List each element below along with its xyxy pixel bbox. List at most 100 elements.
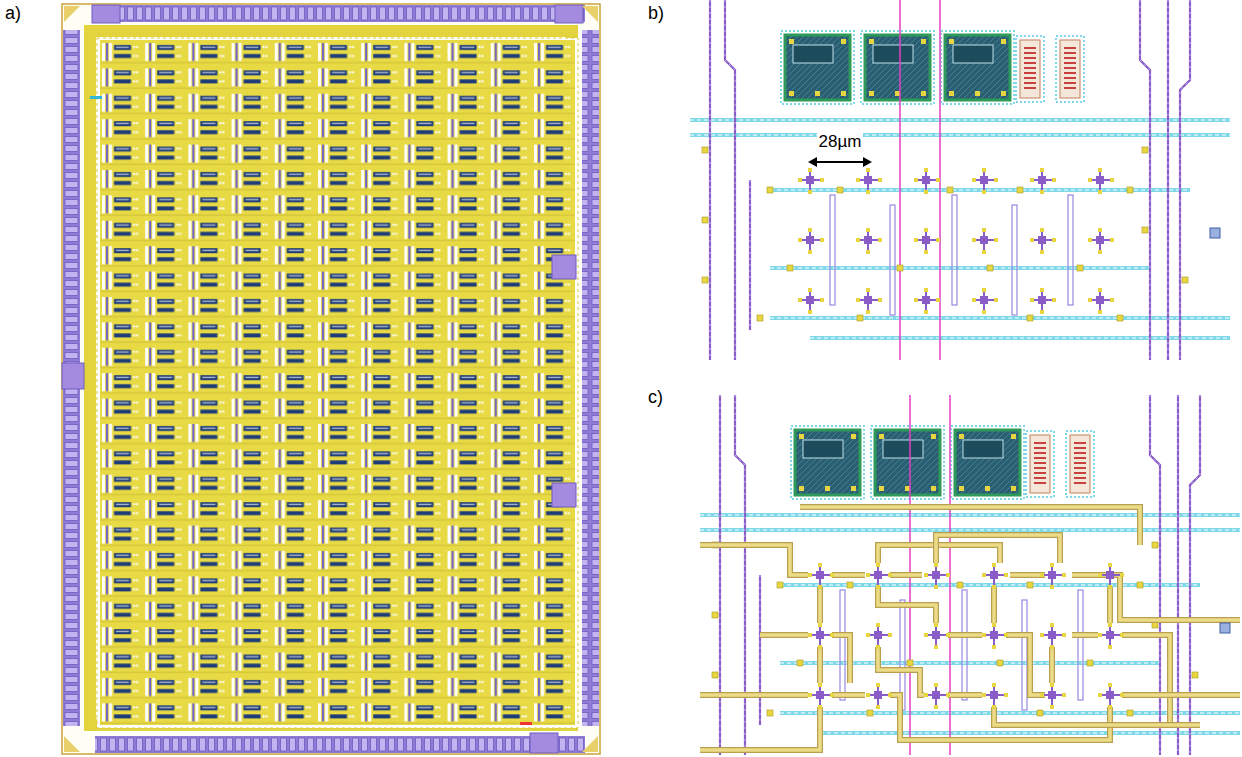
metal-wire bbox=[700, 545, 808, 575]
contact bbox=[867, 710, 873, 716]
metal-wire-outline bbox=[1010, 572, 1045, 578]
metal-route-dash bbox=[710, 0, 711, 360]
metal-rail bbox=[770, 266, 1150, 270]
resistor-finger bbox=[1064, 47, 1076, 49]
contact bbox=[712, 672, 718, 678]
metal-wire bbox=[1108, 587, 1112, 623]
metal-wire-outline bbox=[948, 692, 982, 698]
transistor-symbol bbox=[982, 563, 1008, 589]
transistor-symbol bbox=[856, 168, 882, 194]
metal-wire-outline bbox=[1049, 647, 1055, 683]
resistor-symbol bbox=[1030, 435, 1050, 493]
resistor-finger bbox=[1034, 452, 1046, 454]
resistor-finger bbox=[1074, 457, 1086, 459]
metal-wire bbox=[818, 587, 822, 623]
capacitor-plate bbox=[963, 440, 1003, 458]
contact bbox=[1192, 672, 1198, 678]
resistor-finger bbox=[1034, 482, 1046, 484]
capacitor-plate bbox=[953, 45, 993, 63]
contact bbox=[787, 265, 793, 271]
transistor-symbol bbox=[798, 228, 824, 254]
contact bbox=[757, 315, 763, 321]
metal-wire-outline bbox=[878, 647, 924, 695]
contact bbox=[1011, 486, 1016, 491]
panel-label: c) bbox=[648, 388, 663, 408]
contact bbox=[897, 265, 903, 271]
metal-wire bbox=[700, 693, 808, 697]
metal-wire bbox=[800, 507, 1140, 545]
transistor-symbol bbox=[924, 623, 950, 649]
resistor-symbol bbox=[1060, 40, 1080, 98]
metal-wire-outline bbox=[832, 572, 865, 578]
resistor-finger bbox=[1074, 472, 1086, 474]
metal-wire bbox=[1006, 635, 1045, 695]
metal-wire bbox=[936, 535, 1060, 563]
resistor-finger bbox=[1074, 447, 1086, 449]
resistor-finger bbox=[1024, 87, 1036, 89]
resistor-finger bbox=[1024, 57, 1036, 59]
transistor-symbol bbox=[1098, 623, 1124, 649]
metal-route-dash bbox=[1168, 0, 1169, 360]
capacitor-frame bbox=[791, 426, 864, 499]
contact bbox=[1117, 315, 1123, 321]
contact bbox=[975, 91, 980, 96]
contact bbox=[702, 277, 708, 283]
capacitor-symbol bbox=[785, 35, 850, 100]
metal-route-dash bbox=[720, 395, 721, 755]
metal-wire bbox=[948, 633, 982, 637]
resistor-finger bbox=[1024, 62, 1036, 64]
metal-route-dash bbox=[1150, 395, 1160, 755]
poly-strip bbox=[962, 590, 967, 700]
contact bbox=[847, 582, 853, 588]
transistor-symbol bbox=[1040, 623, 1066, 649]
resistor-finger bbox=[1074, 442, 1086, 444]
metal-wire bbox=[818, 647, 822, 683]
capacitor-frame bbox=[941, 31, 1014, 104]
contact bbox=[799, 486, 804, 491]
transistor-symbol bbox=[1030, 168, 1056, 194]
resistor-frame bbox=[1056, 36, 1084, 102]
poly-strip bbox=[830, 195, 835, 305]
metal-wire-outline bbox=[1006, 635, 1045, 695]
metal-route-dash bbox=[725, 0, 735, 360]
metal-wire-outline bbox=[936, 535, 1060, 563]
transistor-symbol bbox=[808, 623, 834, 649]
contact bbox=[921, 39, 926, 44]
poly-strip bbox=[840, 590, 845, 700]
contact bbox=[985, 486, 990, 491]
contact bbox=[767, 187, 773, 193]
metal-route bbox=[735, 395, 745, 755]
metal-route bbox=[725, 0, 735, 360]
capacitor-frame bbox=[781, 31, 854, 104]
capacitor-frame bbox=[951, 426, 1024, 499]
contact bbox=[815, 91, 820, 96]
metal-wire-outline bbox=[1072, 575, 1240, 620]
resistor-finger bbox=[1024, 47, 1036, 49]
capacitor-symbol bbox=[945, 35, 1010, 100]
resistor-finger bbox=[1064, 82, 1076, 84]
resistor-frame bbox=[1066, 431, 1094, 497]
contact bbox=[1027, 315, 1033, 321]
metal-wire-outline bbox=[700, 692, 808, 698]
metal-route-dash bbox=[1190, 395, 1200, 755]
transistor-symbol bbox=[1098, 683, 1124, 709]
metal-wire-outline bbox=[994, 707, 1200, 725]
contact bbox=[789, 91, 794, 96]
metal-route bbox=[1190, 395, 1200, 755]
contact bbox=[907, 660, 913, 666]
contact bbox=[869, 39, 874, 44]
transistor-symbol bbox=[798, 168, 824, 194]
transistor-symbol bbox=[982, 623, 1008, 649]
transistor-symbol bbox=[1040, 563, 1066, 589]
transistor-symbol bbox=[914, 168, 940, 194]
contact bbox=[1001, 39, 1006, 44]
metal-route bbox=[1150, 395, 1160, 755]
contact bbox=[857, 315, 863, 321]
contact bbox=[1037, 710, 1043, 716]
metal-wire bbox=[832, 635, 850, 683]
resistor-finger bbox=[1074, 477, 1086, 479]
metal-wire bbox=[1072, 633, 1098, 637]
